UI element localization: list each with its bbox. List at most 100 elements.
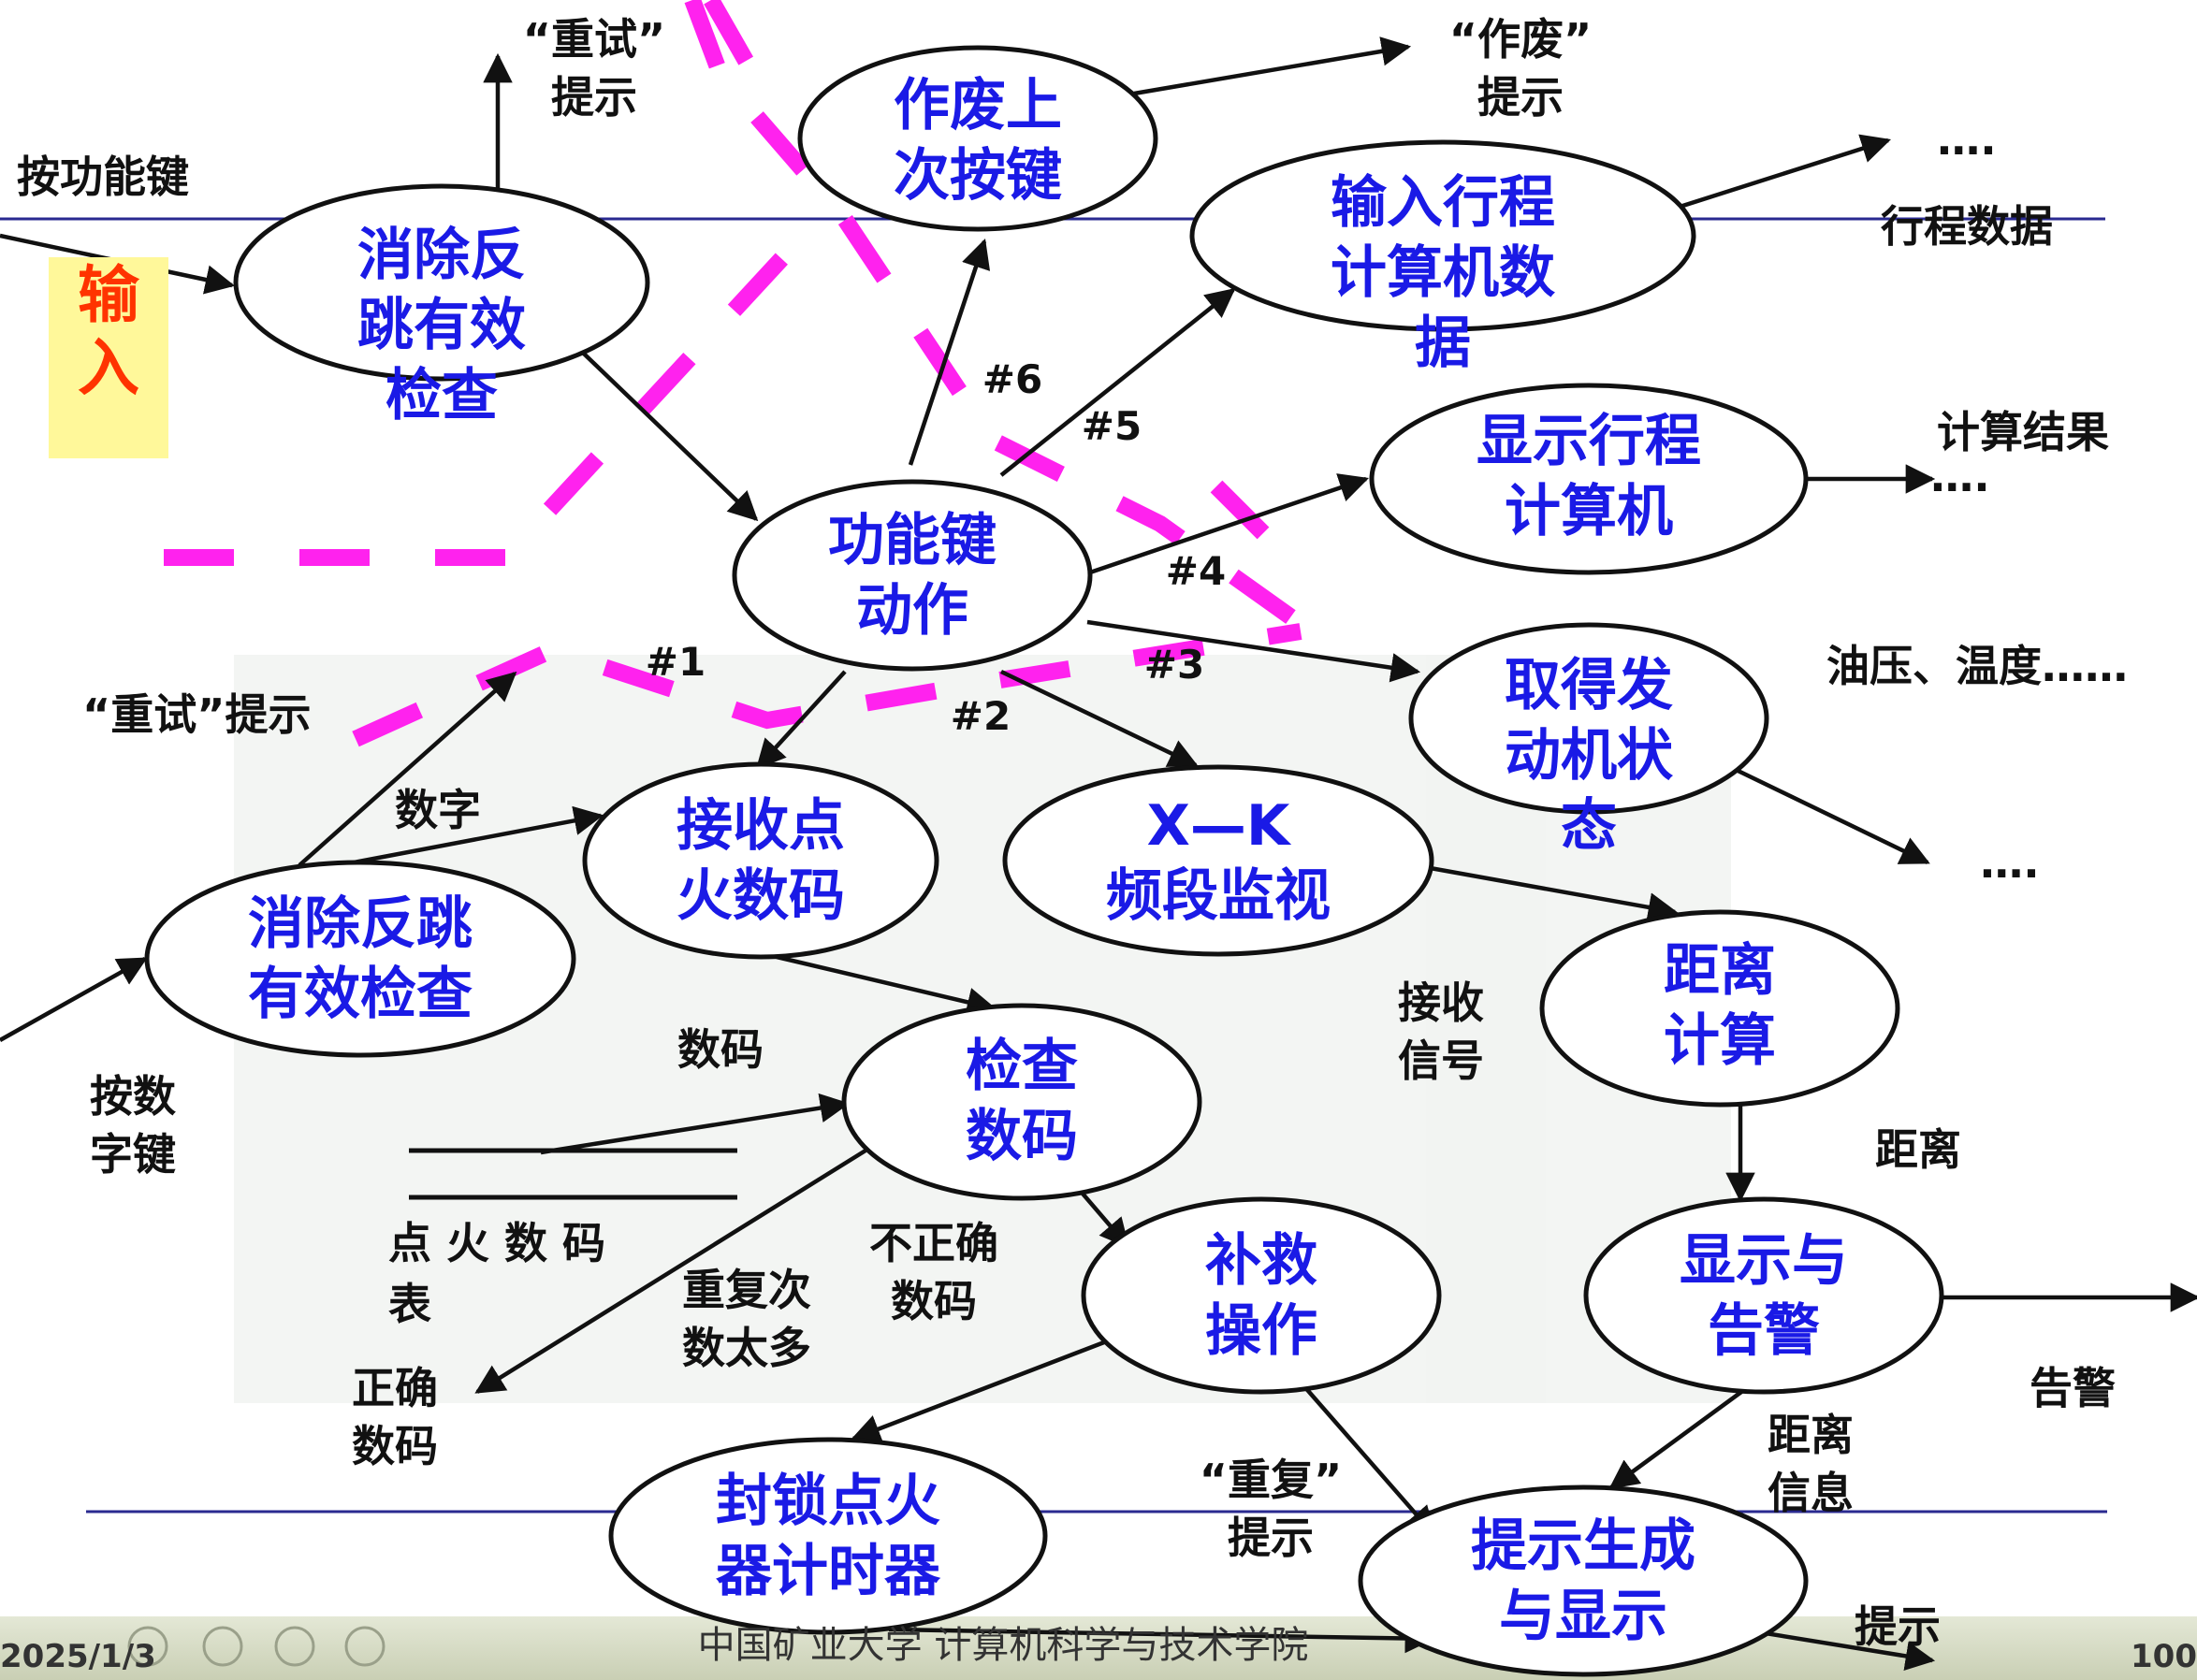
label-press-function-key: 按功能键 <box>17 152 189 202</box>
text-line: 按数 <box>90 1071 176 1122</box>
process-function-key-action[interactable]: 功能键动作 <box>732 479 1093 672</box>
text-line: 点 火 数 码 <box>388 1218 605 1268</box>
arrow-action-to-engine <box>1086 619 1421 683</box>
text-line: “重复” <box>1200 1455 1342 1505</box>
process-debounce-digit-key[interactable]: 消除反跳有效检查 <box>144 860 576 1058</box>
svg-text:接收点火数码: 接收点火数码 <box>677 793 845 929</box>
text-line: 提示生成 <box>1471 1513 1695 1579</box>
text-line: 数太多 <box>682 1323 811 1373</box>
text-line: 输入行程 <box>1331 170 1555 236</box>
text-line: 数码 <box>966 1104 1078 1169</box>
label-correct-code: 正确数码 <box>352 1363 438 1471</box>
text-line: 计算结果 <box>1937 407 2109 457</box>
text-line: “重试” <box>523 14 665 65</box>
svg-text:显示行程计算机: 显示行程计算机 <box>1477 409 1701 544</box>
text-line: 次按键 <box>894 143 1062 209</box>
process-show-trip[interactable]: 显示行程计算机 <box>1369 383 1809 575</box>
text-line: 计算 <box>1664 1008 1776 1074</box>
label-n4: #4 <box>1166 548 1226 594</box>
arrow-remedy-to-prompt <box>1301 1383 1436 1537</box>
process-lock-ignition-timer[interactable]: 封锁点火器计时器 <box>608 1437 1048 1635</box>
process-remedy[interactable]: 补救操作 <box>1081 1196 1442 1395</box>
text-line: 距离 <box>1768 1410 1854 1460</box>
label-n5: #5 <box>1082 403 1142 449</box>
text-line: #6 <box>982 356 1042 402</box>
slides-icon[interactable] <box>202 1626 243 1667</box>
process-engine-state[interactable]: 取得发动机状态 <box>1408 622 1769 859</box>
text-line: 数码 <box>352 1421 438 1471</box>
text-line: 检查 <box>966 1034 1078 1099</box>
text-line: 火数码 <box>677 863 845 929</box>
zoom-icon[interactable] <box>274 1626 315 1667</box>
label-incorrect-code: 不正确数码 <box>869 1218 998 1326</box>
text-line: 入 <box>78 332 139 404</box>
pen-icon[interactable] <box>127 1626 168 1667</box>
arrow-action-to-receive <box>755 670 847 770</box>
label-code: 数码 <box>677 1024 764 1075</box>
label-receive-signal: 接收信号 <box>1398 978 1484 1086</box>
svg-text:距离计算: 距离计算 <box>1664 938 1776 1074</box>
text-line: 计算机 <box>1505 479 1673 544</box>
text-line: 距离 <box>1875 1124 1961 1175</box>
process-distance-calc[interactable]: 距离计算 <box>1539 909 1900 1108</box>
label-repeat-prompt: “重复”提示 <box>1200 1455 1342 1563</box>
boundary-top-left <box>704 0 756 70</box>
arrow-action-to-xk <box>1000 669 1199 768</box>
text-line: 消除反 <box>357 223 526 288</box>
text-line: 器计时器 <box>716 1539 941 1604</box>
text-line: 有效检查 <box>248 962 473 1027</box>
text-line: 跳有效 <box>357 293 526 358</box>
arrow-alarm-to-prompt <box>1608 1383 1753 1489</box>
more-icon[interactable] <box>344 1626 386 1667</box>
arrow-digit-retry <box>298 671 517 867</box>
process-debounce-function-key[interactable]: 消除反跳有效检查 <box>233 183 650 428</box>
text-line: 提示 <box>551 72 637 123</box>
process-display-alarm[interactable]: 显示与告警 <box>1583 1196 1944 1395</box>
code-table-store <box>409 1148 737 1200</box>
process-receive-ignition-code[interactable]: 接收点火数码 <box>582 761 939 960</box>
text-line: #1 <box>646 639 706 685</box>
svg-text:检查数码: 检查数码 <box>966 1034 1078 1169</box>
text-line: 显示与 <box>1680 1228 1848 1294</box>
text-line: 字键 <box>90 1129 176 1180</box>
text-line: 操作 <box>1205 1298 1317 1364</box>
svg-text:作废上次按键: 作废上次按键 <box>894 73 1062 209</box>
label-void-prompt: “作废”提示 <box>1449 14 1592 123</box>
label-distance-info: 距离信息 <box>1768 1410 1854 1518</box>
text-line: 正确 <box>352 1363 438 1413</box>
text-line: 数码 <box>677 1024 764 1075</box>
label-press-digit-key: 按数字键 <box>90 1071 176 1180</box>
text-line: #3 <box>1144 642 1204 688</box>
label-code-table: 点 火 数 码表 <box>388 1218 605 1329</box>
input-box: 输入 <box>49 257 168 458</box>
process-check-code[interactable]: 检查数码 <box>841 1003 1202 1201</box>
flow-labels: “重试”提示 按功能键 “作废”提示 …. 行程数据 #6 #5 计算结果 ….… <box>17 14 2128 1652</box>
process-input-trip-data[interactable]: 输入行程计算机数据 <box>1189 139 1696 376</box>
label-too-many-repeats: 重复次数太多 <box>682 1265 811 1373</box>
footer-page: 100 <box>2131 1638 2197 1675</box>
label-n3: #3 <box>1144 642 1204 688</box>
arrow-prompt-out <box>1741 1627 1936 1671</box>
text-line: 告警 <box>2030 1363 2116 1413</box>
text-line: 与显示 <box>1499 1584 1667 1649</box>
process-prompt-gen-display[interactable]: 提示生成与显示 <box>1358 1484 1809 1677</box>
text-line: 提示 <box>1855 1601 1941 1652</box>
process-cancel-last-key[interactable]: 作废上次按键 <box>797 45 1158 232</box>
footer-school: 中国矿业大学 计算机科学与技术学院 <box>698 1624 1309 1667</box>
text-line: 检查 <box>386 363 498 428</box>
label-n1: #1 <box>646 639 706 685</box>
text-line: 补救 <box>1205 1228 1317 1294</box>
label-dots-2: …. <box>1930 451 1989 501</box>
text-line: 数字 <box>395 785 481 835</box>
svg-text:提示生成与显示: 提示生成与显示 <box>1471 1513 1695 1649</box>
text-line: 表 <box>388 1279 431 1329</box>
arrow-table-to-check <box>540 1093 851 1155</box>
arrow-xk-to-distance <box>1414 862 1679 922</box>
label-n2: #2 <box>951 693 1011 739</box>
text-line: #5 <box>1082 403 1142 449</box>
text-line: 频段监视 <box>1106 863 1331 929</box>
svg-text:显示与告警: 显示与告警 <box>1680 1228 1848 1364</box>
arrow-remedy-to-lock <box>851 1340 1105 1443</box>
text-line: 信号 <box>1398 1036 1484 1086</box>
